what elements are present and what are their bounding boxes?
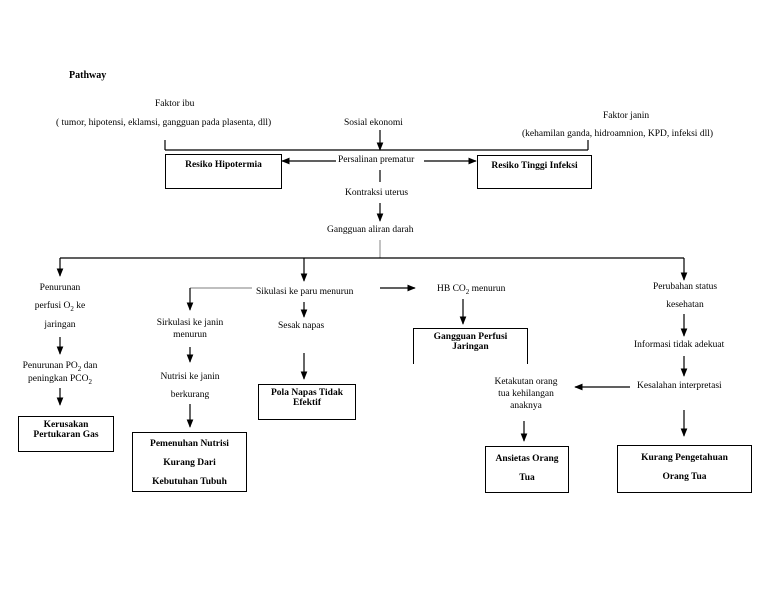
gangguan-aliran-darah-label: Gangguan aliran darah	[327, 225, 414, 235]
ketakutan-3: anaknya	[510, 401, 542, 411]
kontraksi-uterus-label: Kontraksi uterus	[345, 188, 409, 198]
persalinan-prematur-label: Persalinan prematur	[338, 155, 415, 165]
faktor-ibu-detail: ( tumor, hipotensi, eklamsi, gangguan pa…	[56, 118, 272, 128]
kesalahan-label: Kesalahan interpretasi	[637, 381, 722, 391]
gangguan-perfusi-line-2: Jaringan	[452, 342, 489, 352]
kurang-line-2: Orang Tua	[662, 472, 707, 482]
perubahan-status-1: Perubahan status	[652, 282, 718, 292]
resiko-hipotermia-box: Resiko Hipotermia	[165, 154, 282, 189]
penurunan-perfusi-3: jaringan	[44, 320, 76, 330]
faktor-ibu-label: Faktor ibu	[155, 99, 195, 109]
kerusakan-line-1: Kerusakan	[43, 420, 89, 430]
faktor-janin-label: Faktor janin	[603, 111, 650, 121]
penurunan-perfusi-2: perfusi O2 ke	[34, 301, 86, 313]
pemenuhan-line-1: Pemenuhan Nutrisi	[150, 439, 229, 449]
pemenuhan-nutrisi-box: Pemenuhan Nutrisi Kurang Dari Kebutuhan …	[132, 432, 247, 492]
faktor-janin-detail: (kehamilan ganda, hidroamnion, KPD, infe…	[522, 129, 714, 139]
pola-line-2: Efektif	[293, 398, 321, 408]
kerusakan-line-2: Pertukaran Gas	[33, 430, 99, 440]
sirkulasi-janin-2: menurun	[173, 330, 207, 340]
ansietas-box: Ansietas Orang Tua	[485, 446, 569, 493]
kerusakan-pertukaran-gas-box: Kerusakan Pertukaran Gas	[18, 416, 114, 452]
pola-line-1: Pola Napas Tidak	[271, 388, 343, 398]
sesak-napas-label: Sesak napas	[278, 321, 325, 331]
pemenuhan-line-3: Kebutuhan Tubuh	[152, 477, 227, 487]
gangguan-perfusi-line-1: Gangguan Perfusi	[433, 332, 508, 342]
ansietas-line-1: Ansietas Orang	[495, 454, 559, 464]
sirkulasi-janin-1: Sirkulasi ke janin	[156, 318, 224, 328]
resiko-hipotermia-label: Resiko Hipotermia	[185, 160, 262, 170]
perubahan-status-2: kesehatan	[666, 300, 704, 310]
sosial-ekonomi-label: Sosial ekonomi	[344, 118, 403, 128]
nutrisi-janin-1: Nutrisi ke janin	[160, 372, 220, 382]
resiko-infeksi-box: Resiko Tinggi Infeksi	[477, 155, 592, 189]
ketakutan-1: Ketakutan orang	[494, 377, 558, 387]
resiko-infeksi-label: Resiko Tinggi Infeksi	[491, 161, 578, 171]
sikulasi-paru-label: Sikulasi ke paru menurun	[256, 287, 354, 297]
penurunan-perfusi-1: Penurunan	[39, 283, 81, 293]
kurang-line-1: Kurang Pengetahuan	[641, 453, 728, 463]
nutrisi-janin-2: berkurang	[170, 390, 210, 400]
kurang-pengetahuan-box: Kurang Pengetahuan Orang Tua	[617, 445, 752, 493]
informasi-label: Informasi tidak adekuat	[634, 340, 725, 350]
ketakutan-2: tua kehilangan	[498, 389, 554, 399]
peningkan-pco2: peningkan PCO2	[28, 374, 92, 386]
page-title: Pathway	[69, 70, 107, 81]
penurunan-po2: Penurunan PO2 dan	[22, 361, 98, 373]
hb-co2-label: HB CO2 menurun	[437, 284, 506, 296]
ansietas-line-2: Tua	[519, 473, 535, 483]
pemenuhan-line-2: Kurang Dari	[163, 458, 216, 468]
pola-napas-box: Pola Napas Tidak Efektif	[258, 384, 356, 420]
gangguan-perfusi-box: Gangguan Perfusi Jaringan	[413, 328, 528, 364]
